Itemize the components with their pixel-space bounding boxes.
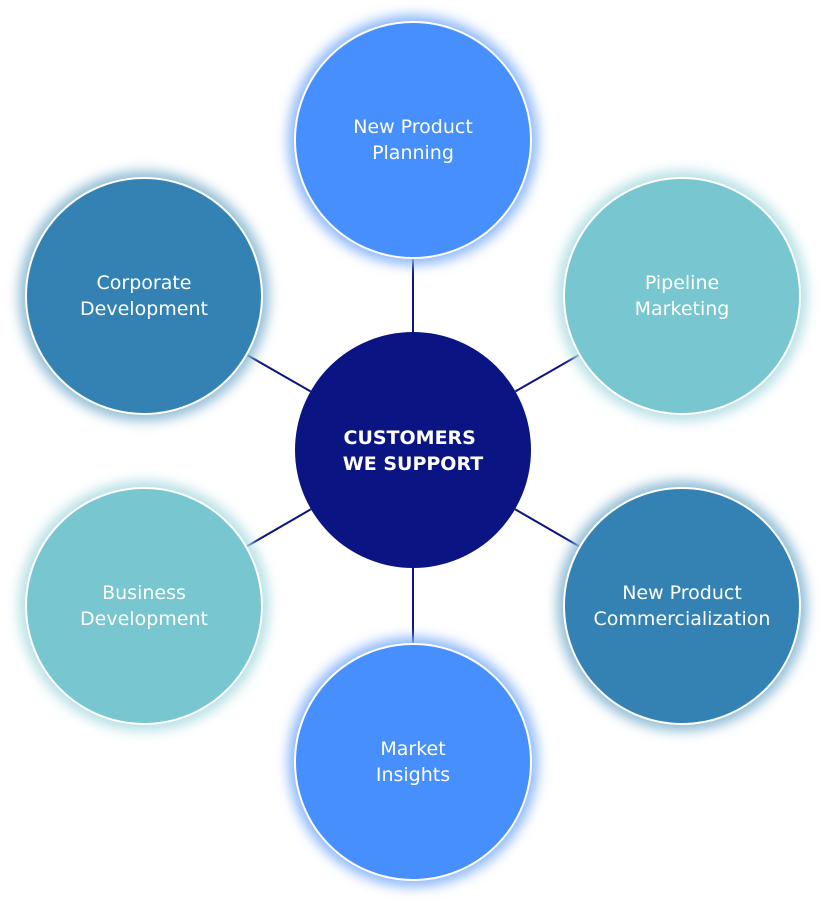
node-label-line: Development xyxy=(80,298,208,320)
node-label-line: New Product xyxy=(353,116,473,138)
node-label-line: Market xyxy=(380,738,445,760)
connector-line-business-development xyxy=(245,508,312,548)
node-label-line: Planning xyxy=(372,142,454,164)
connector-lines xyxy=(245,258,581,644)
node-label-line: New Product xyxy=(622,582,742,604)
connector-line-pipeline-marketing xyxy=(514,353,581,393)
connector-line-new-product-commercialization xyxy=(514,508,581,548)
center-label: CUSTOMERS WE SUPPORT xyxy=(343,427,483,475)
node-label-line: Commercialization xyxy=(594,608,771,630)
node-label-line: Marketing xyxy=(635,298,730,320)
node-circle xyxy=(563,487,801,725)
center-label-line-1: CUSTOMERS xyxy=(344,427,476,449)
node-circle xyxy=(25,487,263,725)
center-circle xyxy=(295,332,531,568)
node-circle xyxy=(294,21,532,259)
node-circle xyxy=(294,643,532,881)
node-label-line: Corporate xyxy=(97,272,192,294)
node-label-line: Development xyxy=(80,608,208,630)
center-node: CUSTOMERS WE SUPPORT xyxy=(295,332,531,568)
center-label-line-2: WE SUPPORT xyxy=(343,453,483,475)
node-label-line: Business xyxy=(102,582,186,604)
node-label-line: Pipeline xyxy=(645,272,719,294)
node-label-line: Insights xyxy=(376,764,450,786)
node-circle xyxy=(25,177,263,415)
node-circle xyxy=(563,177,801,415)
connector-line-corporate-development xyxy=(245,353,312,393)
